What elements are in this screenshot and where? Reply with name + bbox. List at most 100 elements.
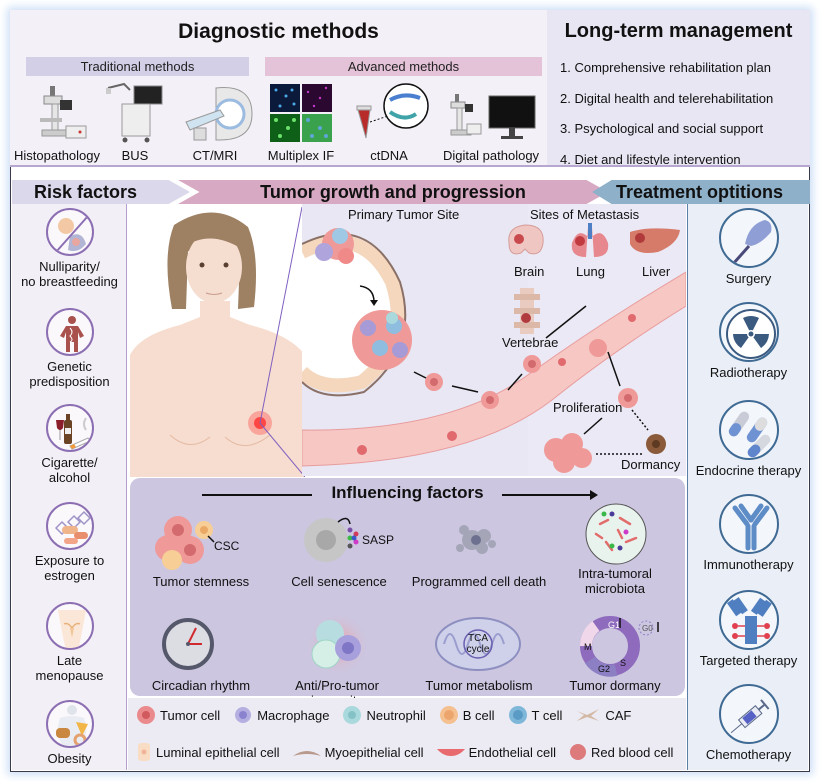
influencing-factors-title: Influencing factors <box>331 483 484 502</box>
treatment-label: Chemotherapy <box>705 747 792 762</box>
organ-label-brain: Brain <box>514 264 545 279</box>
liver-icon <box>628 226 682 256</box>
multiplex-if-icon <box>266 82 336 144</box>
section-divider <box>10 165 810 167</box>
risk-label: alcohol <box>48 470 91 485</box>
factor-tumor-metabolism: TCA cycle Tumor metabolism <box>410 614 548 693</box>
factor-tumor-dormancy: G1 G0 S G2 M Tumor dormany <box>546 614 684 693</box>
risk-label: estrogen <box>44 568 95 583</box>
legend-item-myoepithelial: Myoepithelial cell <box>292 744 424 760</box>
legend-label: Tumor cell <box>160 707 221 723</box>
cigarette-alcohol-icon <box>45 404 94 452</box>
diag-label: Digital pathology <box>442 148 540 163</box>
factor-tumor-stemness: CSC Tumor stemness <box>132 508 270 589</box>
mitochondria-icon: TCA cycle <box>410 614 548 678</box>
treat-item-surgery: Surgery <box>688 208 809 286</box>
legend-label: CAF <box>605 707 632 723</box>
proliferation-label: Proliferation <box>553 400 623 415</box>
legend-label: T cell <box>531 707 563 723</box>
luminal-epithelial-cell-icon <box>136 742 152 762</box>
treat-item-immunotherapy: Immunotherapy <box>688 494 809 572</box>
arrow-right-icon <box>590 490 598 500</box>
g0-label: G0 <box>642 624 653 633</box>
ltm-item: 2. Digital health and telerehabilitation <box>560 90 774 106</box>
factor-programmed-cell-death: Programmed cell death <box>410 508 548 589</box>
factor-intratumoral-microbiota: Intra-tumoral microbiota <box>546 502 684 596</box>
factor-label: Programmed cell death <box>411 574 547 589</box>
arrow-line <box>502 494 592 496</box>
treat-item-radiotherapy: Radiotherapy <box>688 302 809 380</box>
treatment-label: Radiotherapy <box>709 365 788 380</box>
risk-factors-banner: Risk factors <box>12 180 190 204</box>
ultrasound-machine-icon <box>100 82 170 144</box>
diag-item-histopathology: Histopathology <box>12 82 102 163</box>
g1-label: G1 <box>608 620 620 630</box>
diag-label: Histopathology <box>14 148 100 163</box>
diagnostic-methods-title: Diagnostic methods <box>178 20 379 43</box>
dna-tube-icon <box>354 82 429 144</box>
ltm-item: 4. Diet and lifestyle intervention <box>560 151 741 167</box>
brain-icon <box>505 223 547 259</box>
sites-of-metastasis-label: Sites of Metastasis <box>530 207 640 222</box>
factor-anti-pro-tumor-immunity: Anti/Pro-tumor immunity <box>268 614 406 708</box>
legend-item-tumor-cell: Tumor cell <box>136 705 220 725</box>
t-cell-icon <box>508 705 528 725</box>
organ-label-lung: Lung <box>576 264 605 279</box>
organ-label-vertebrae: Vertebrae <box>502 335 559 350</box>
factor-label: Cell senescence <box>291 574 387 589</box>
legend-item-macrophage: Macrophage <box>233 705 329 725</box>
microscope-icon <box>22 82 92 144</box>
risk-factors-column: Nulliparity/ no breastfeeding Genetic pr… <box>12 204 127 770</box>
influencing-factors-panel: Influencing factors CSC Tumor stemness <box>130 478 685 708</box>
obesity-icon <box>45 700 94 748</box>
risk-label: menopause <box>35 668 104 683</box>
ltm-item: 3. Psychological and social support <box>560 121 764 136</box>
factor-label: microbiota <box>585 581 645 596</box>
legend-label: Myoepithelial cell <box>324 744 424 760</box>
b-cell-icon <box>439 705 459 725</box>
antibody-drug-conjugate-icon <box>718 590 779 650</box>
treatment-label: Targeted therapy <box>699 653 798 668</box>
tca-annotation: cycle <box>467 644 490 655</box>
arrow-line <box>202 494 312 496</box>
no-breastfeeding-icon <box>45 208 94 256</box>
scalpel-hand-icon <box>718 208 779 268</box>
risk-item-nulliparity: Nulliparity/ no breastfeeding <box>12 208 127 289</box>
digital-microscope-icon <box>441 82 541 144</box>
legend-item-t-cell: T cell <box>508 705 563 725</box>
long-term-management-title: Long-term management <box>564 20 793 42</box>
estrogen-pills-icon <box>45 502 94 550</box>
legend-item-red-blood-cell: Red blood cell <box>569 743 673 761</box>
factor-label: Tumor metabolism <box>425 678 533 693</box>
diagnostic-methods-panel: Diagnostic methods Traditional methods A… <box>10 10 547 165</box>
red-blood-cell-icon <box>569 743 587 761</box>
caf-icon <box>575 705 601 725</box>
risk-item-obesity: Obesity <box>12 700 127 766</box>
treatment-options-column: Surgery Radiotherapy Endocr <box>687 204 808 770</box>
legend-label: Red blood cell <box>591 744 674 760</box>
treat-item-endocrine: Endocrine therapy <box>688 400 809 478</box>
csc-annotation: CSC <box>214 539 240 553</box>
risk-label: predisposition <box>29 374 110 389</box>
factor-label: Tumor stemness <box>152 574 250 589</box>
diag-item-ctdna: ctDNA <box>348 82 430 163</box>
treatment-label: Surgery <box>725 271 772 286</box>
risk-item-late-menopause: Late menopause <box>12 602 127 683</box>
tumor-stemness-icon: CSC <box>132 508 270 574</box>
programmed-cell-death-icon <box>410 508 548 574</box>
myoepithelial-cell-icon <box>292 746 321 758</box>
legend-item-b-cell: B cell <box>439 705 495 725</box>
endothelial-cell-icon <box>436 746 465 758</box>
microbiota-icon <box>546 502 684 566</box>
capsules-icon <box>718 400 779 460</box>
risk-label: Genetic <box>47 359 92 374</box>
diag-item-bus: BUS <box>100 82 170 163</box>
treat-item-chemotherapy: Chemotherapy <box>688 684 809 762</box>
patient-figure <box>130 205 305 477</box>
clock-icon <box>132 614 270 678</box>
risk-label: Late <box>56 653 83 668</box>
primary-tumor-site-label: Primary Tumor Site <box>348 207 460 222</box>
advanced-methods-band: Advanced methods <box>265 57 542 76</box>
macrophage-icon <box>233 705 253 725</box>
factor-label: Circadian rhythm <box>151 678 251 693</box>
